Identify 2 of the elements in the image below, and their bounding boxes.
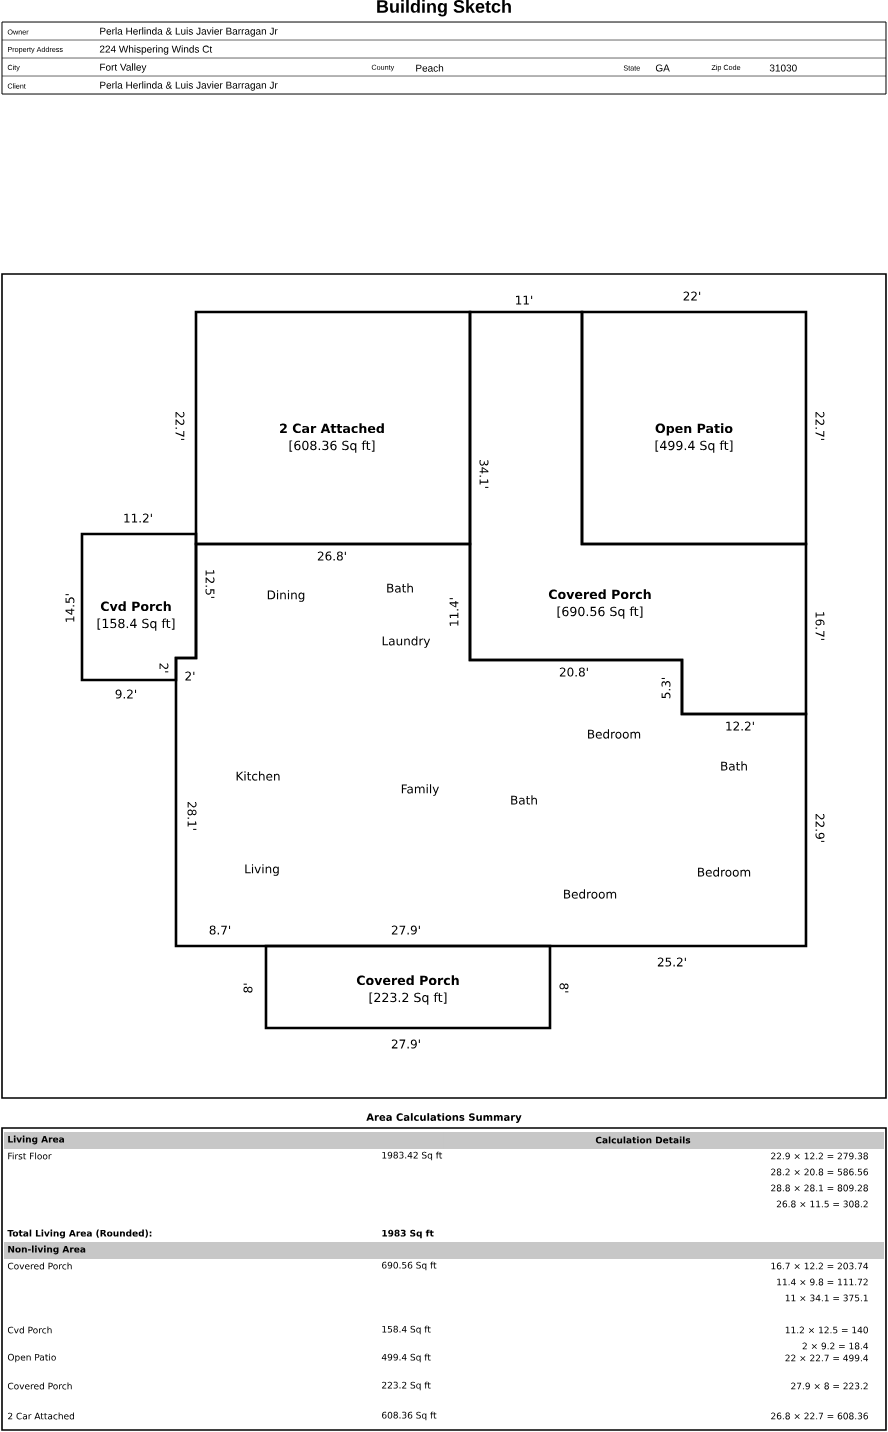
title: Building Sketch <box>377 0 511 17</box>
floor-area-outline <box>174 542 808 948</box>
